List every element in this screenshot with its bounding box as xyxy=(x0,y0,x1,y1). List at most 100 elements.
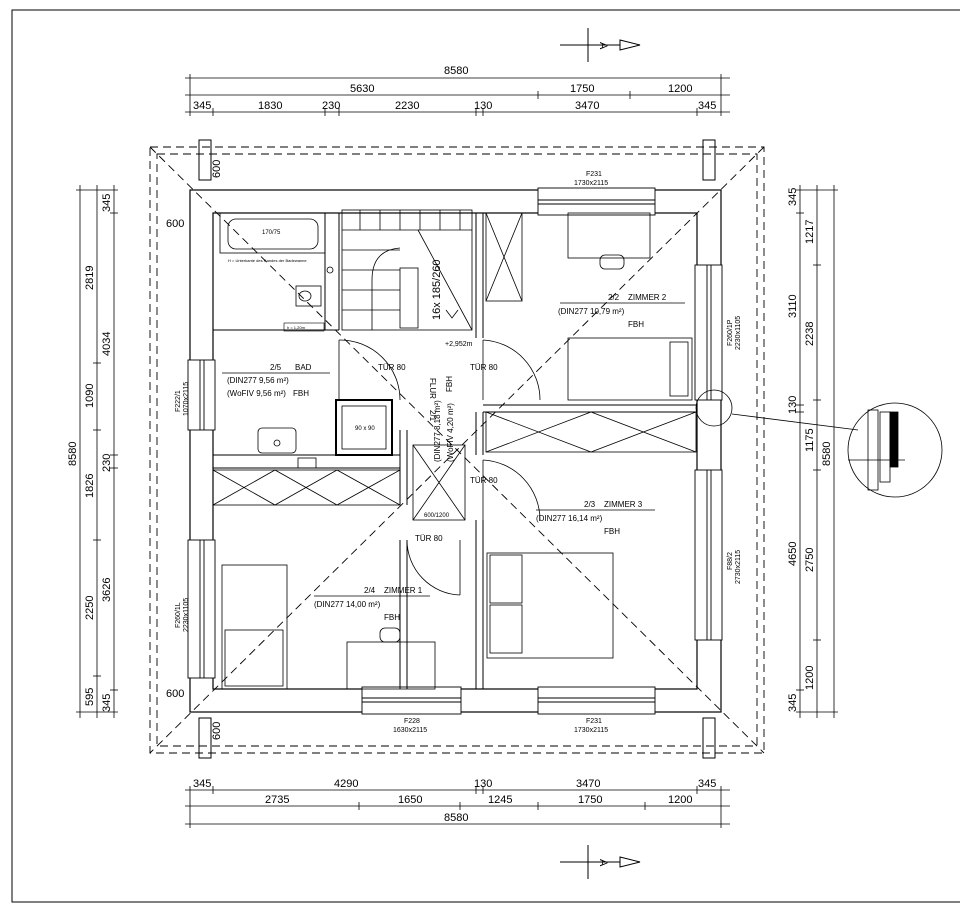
dim-left-c3-e: 345 xyxy=(101,694,113,712)
attic-hatch: 600/1200 xyxy=(424,513,450,519)
door-zimmer2: TÜR 80 xyxy=(470,363,498,372)
room-z2-no: 2/2 xyxy=(608,293,620,302)
dim-bot-overall: 8580 xyxy=(444,812,468,824)
door-zimmer3: TÜR 80 xyxy=(470,476,498,485)
dim-right-c2-e: 1200 xyxy=(804,666,816,690)
dim-right-overall: 8580 xyxy=(821,442,833,466)
window-top-size: 1730x2115 xyxy=(574,180,608,187)
offset-top: 600 xyxy=(211,160,223,178)
dim-right-c1-d: 4650 xyxy=(787,542,799,566)
room-z3-floor: FBH xyxy=(604,527,620,536)
dim-left-c3-a: 345 xyxy=(101,194,113,212)
dim-left-c2-a: 2819 xyxy=(84,266,96,290)
roof-outline xyxy=(149,146,765,754)
dim-top-r3-a: 345 xyxy=(193,100,211,112)
stairs-label: 16x 185/260 xyxy=(431,259,443,320)
dim-bot-r2-c: 1245 xyxy=(488,794,512,806)
shower-size: 90 x 90 xyxy=(355,426,375,432)
room-z2-floor: FBH xyxy=(628,320,644,329)
detail-callout xyxy=(695,389,943,498)
dim-left-c2-b: 1090 xyxy=(84,384,96,408)
room-flur-din: (DIN277 8,18 m²) xyxy=(433,400,442,462)
dim-top-r3-b: 1830 xyxy=(258,100,282,112)
dim-top-r3-d: 2230 xyxy=(395,100,419,112)
dim-top-r3-g: 345 xyxy=(698,100,716,112)
window-bl-label: F228 xyxy=(404,718,420,725)
room-z3-no: 2/3 xyxy=(584,500,596,509)
toilet xyxy=(295,266,334,307)
dim-left-c2-e: 595 xyxy=(84,688,96,706)
section-label-bottom: A xyxy=(597,859,609,867)
room-zimmer3: 2/3 ZIMMER 3 (DIN277 16,14 m²) FBH xyxy=(536,500,655,536)
room-zimmer2: 2/2 ZIMMER 2 (DIN277 10,79 m²) FBH xyxy=(558,293,685,329)
room-z3-name: ZIMMER 3 xyxy=(604,500,643,509)
dim-top-r3-f: 3470 xyxy=(575,100,599,112)
dim-right-c1-e: 345 xyxy=(787,694,799,712)
section-mark-top: A xyxy=(560,28,641,62)
room-z2-name: ZIMMER 2 xyxy=(628,293,667,302)
room-bad: 2/5 BAD (DIN277 9,56 m²) (WoFIV 9,56 m²)… xyxy=(222,363,330,398)
door-swings xyxy=(338,339,541,596)
window-rl-size: 2730x2115 xyxy=(735,550,742,584)
room-zimmer1: 2/4 ZIMMER 1 (DIN277 14,00 m²) FBH xyxy=(314,586,430,622)
window-ll-label: F260/1L xyxy=(175,602,182,628)
offset-bottom: 600 xyxy=(211,722,223,740)
dim-bot-r2-b: 1650 xyxy=(398,794,422,806)
room-flur-name: FLUR xyxy=(428,378,437,399)
dim-chain-left xyxy=(76,185,118,718)
h-note: h = 1,20m xyxy=(287,325,306,330)
room-bad-din: (DIN277 9,56 m²) xyxy=(227,376,289,385)
window-ru-label: F260/1P xyxy=(727,319,734,346)
window-top-label: F231 xyxy=(586,171,602,178)
room-z1-name: ZIMMER 1 xyxy=(384,586,423,595)
room-z3-din: (DIN277 16,14 m²) xyxy=(536,514,603,523)
level-marker: +2,952m xyxy=(445,341,473,348)
furniture xyxy=(221,212,693,690)
dim-right-c2-d: 2750 xyxy=(804,548,816,572)
dim-left-c2-c: 1826 xyxy=(84,474,96,498)
dim-left-c3-c: 230 xyxy=(101,454,113,472)
dim-left-c3-d: 3626 xyxy=(101,578,113,602)
window-br-size: 1730x2115 xyxy=(574,727,608,734)
h-note-box xyxy=(283,322,325,332)
dim-chain-right xyxy=(796,185,838,718)
dim-chain-top xyxy=(185,74,730,116)
room-bad-no: 2/5 xyxy=(270,363,282,372)
dim-right-c2-b: 2238 xyxy=(804,322,816,346)
room-flur-wofiv: (WoFIV 4,20 m²) xyxy=(446,403,455,462)
bath-note: H = Unterkante des Randes der Badewanne xyxy=(228,258,307,263)
offset-left: 600 xyxy=(166,218,184,230)
dim-right-c2-c: 1175 xyxy=(804,428,816,452)
room-z1-din: (DIN277 14,00 m²) xyxy=(314,600,381,609)
dim-right-c1-c: 130 xyxy=(787,396,799,414)
dim-top-r2-c: 1200 xyxy=(668,83,692,95)
dim-bot-r1-c: 130 xyxy=(474,778,492,790)
room-z2-din: (DIN277 10,79 m²) xyxy=(558,307,625,316)
dim-bot-r1-d: 3470 xyxy=(576,778,600,790)
dim-top-r3-c: 230 xyxy=(322,100,340,112)
windows xyxy=(187,187,723,715)
dim-top-r2-b: 1750 xyxy=(570,83,594,95)
dim-right-c1-a: 345 xyxy=(787,188,799,206)
room-flur-no: 2/1 xyxy=(428,410,437,422)
closets xyxy=(212,212,697,521)
dim-top-overall: 8580 xyxy=(444,65,468,77)
dim-right-c1-b: 3110 xyxy=(787,294,799,318)
sink xyxy=(257,427,317,469)
window-ll-size: 2230x1105 xyxy=(183,598,190,632)
bathtub xyxy=(219,212,326,254)
room-flur-floor: FBH xyxy=(445,376,454,392)
window-lu-size: 1070x2115 xyxy=(183,382,190,416)
dim-top-r2-a: 5630 xyxy=(350,83,374,95)
dim-top-r3-e: 130 xyxy=(474,100,492,112)
dim-bot-r2-d: 1750 xyxy=(578,794,602,806)
door-zimmer1: TÜR 80 xyxy=(415,534,443,543)
room-bad-wofiv: (WoFIV 9,56 m²) xyxy=(227,389,286,398)
room-bad-name: BAD xyxy=(295,363,312,372)
bathtub-size: 170/75 xyxy=(262,230,281,236)
window-lu-label: F222/1 xyxy=(175,390,182,412)
dim-chain-bottom xyxy=(185,786,730,828)
room-z1-floor: FBH xyxy=(384,613,400,622)
dim-bot-r2-e: 1200 xyxy=(668,794,692,806)
